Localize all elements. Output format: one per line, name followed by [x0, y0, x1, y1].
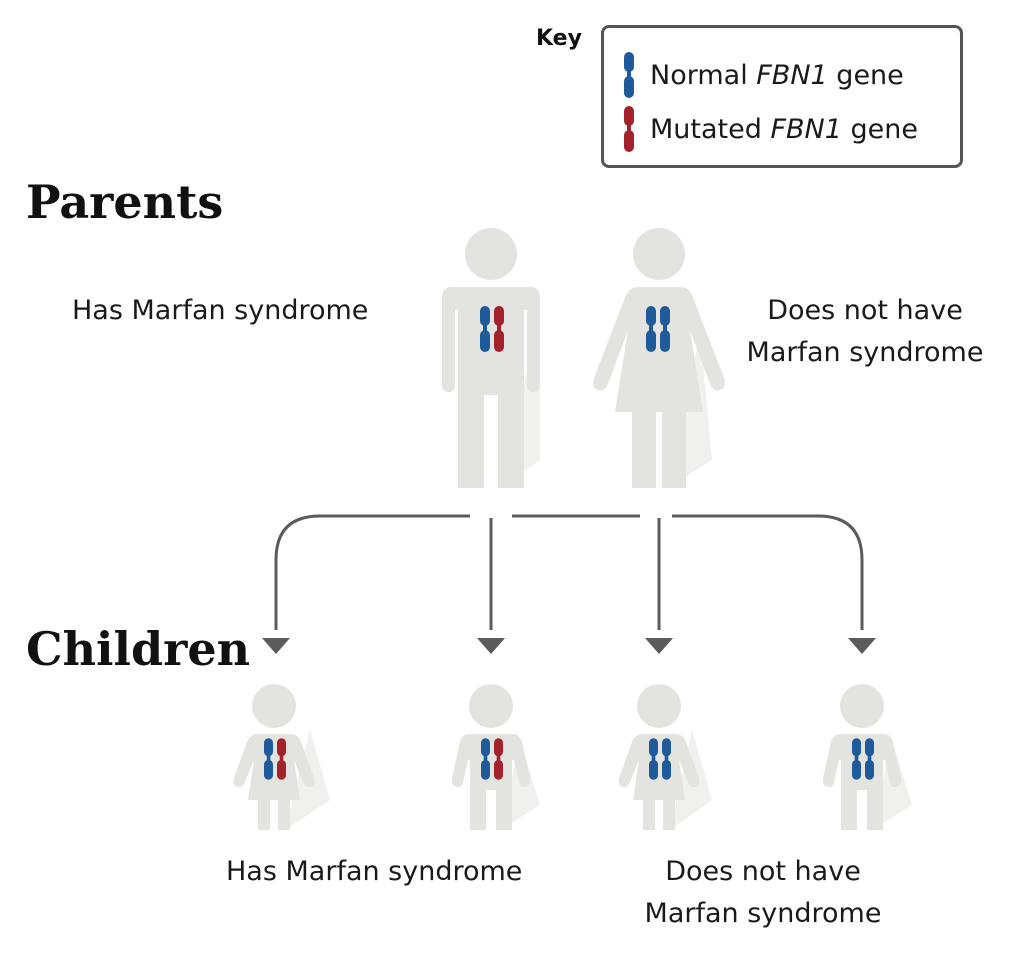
affected-children-label: Has Marfan syndrome	[226, 856, 523, 887]
arrowhead-2	[477, 638, 505, 654]
key-normal-gene: FBN1	[756, 59, 828, 91]
child-3-figure	[618, 684, 712, 830]
children-heading: Children	[26, 622, 251, 676]
unaffected-children-line-2: Marfan syndrome	[644, 898, 882, 929]
mother-figure	[593, 228, 725, 488]
arrowhead-4	[848, 638, 876, 654]
child-4-figure	[822, 684, 912, 830]
mother-status-line-1: Does not have	[767, 295, 963, 326]
father-status-label: Has Marfan syndrome	[72, 295, 369, 326]
unaffected-children-line-1: Does not have	[665, 856, 861, 887]
inheritance-arrows	[274, 514, 864, 630]
arrow-to-child-4	[672, 514, 864, 630]
key-title: Key	[536, 26, 582, 51]
key-normal-prefix: Normal	[650, 59, 757, 91]
key-normal-suffix: gene	[827, 59, 904, 91]
father-figure	[442, 228, 540, 488]
key-legend: Normal FBN1 gene Mutated FBN1 gene	[601, 25, 963, 168]
key-item-mutated: Mutated FBN1 gene	[624, 106, 918, 152]
key-mutated-suffix: gene	[841, 113, 918, 145]
arrowhead-1	[262, 638, 290, 654]
unaffected-children-label: Does not have Marfan syndrome	[625, 851, 901, 935]
mother-status-label: Does not have Marfan syndrome	[730, 290, 1000, 374]
parents-heading: Parents	[26, 175, 224, 229]
child-1-figure	[233, 684, 330, 830]
arrow-to-child-1	[274, 514, 470, 630]
arrowhead-3	[645, 638, 673, 654]
mother-status-line-2: Marfan syndrome	[746, 337, 984, 368]
mutated-chromosome-icon	[624, 106, 634, 152]
key-item-normal: Normal FBN1 gene	[624, 52, 904, 98]
normal-chromosome-icon	[624, 52, 634, 98]
key-mutated-prefix: Mutated	[650, 113, 771, 145]
child-2-figure	[451, 684, 540, 830]
key-mutated-gene: FBN1	[770, 113, 842, 145]
